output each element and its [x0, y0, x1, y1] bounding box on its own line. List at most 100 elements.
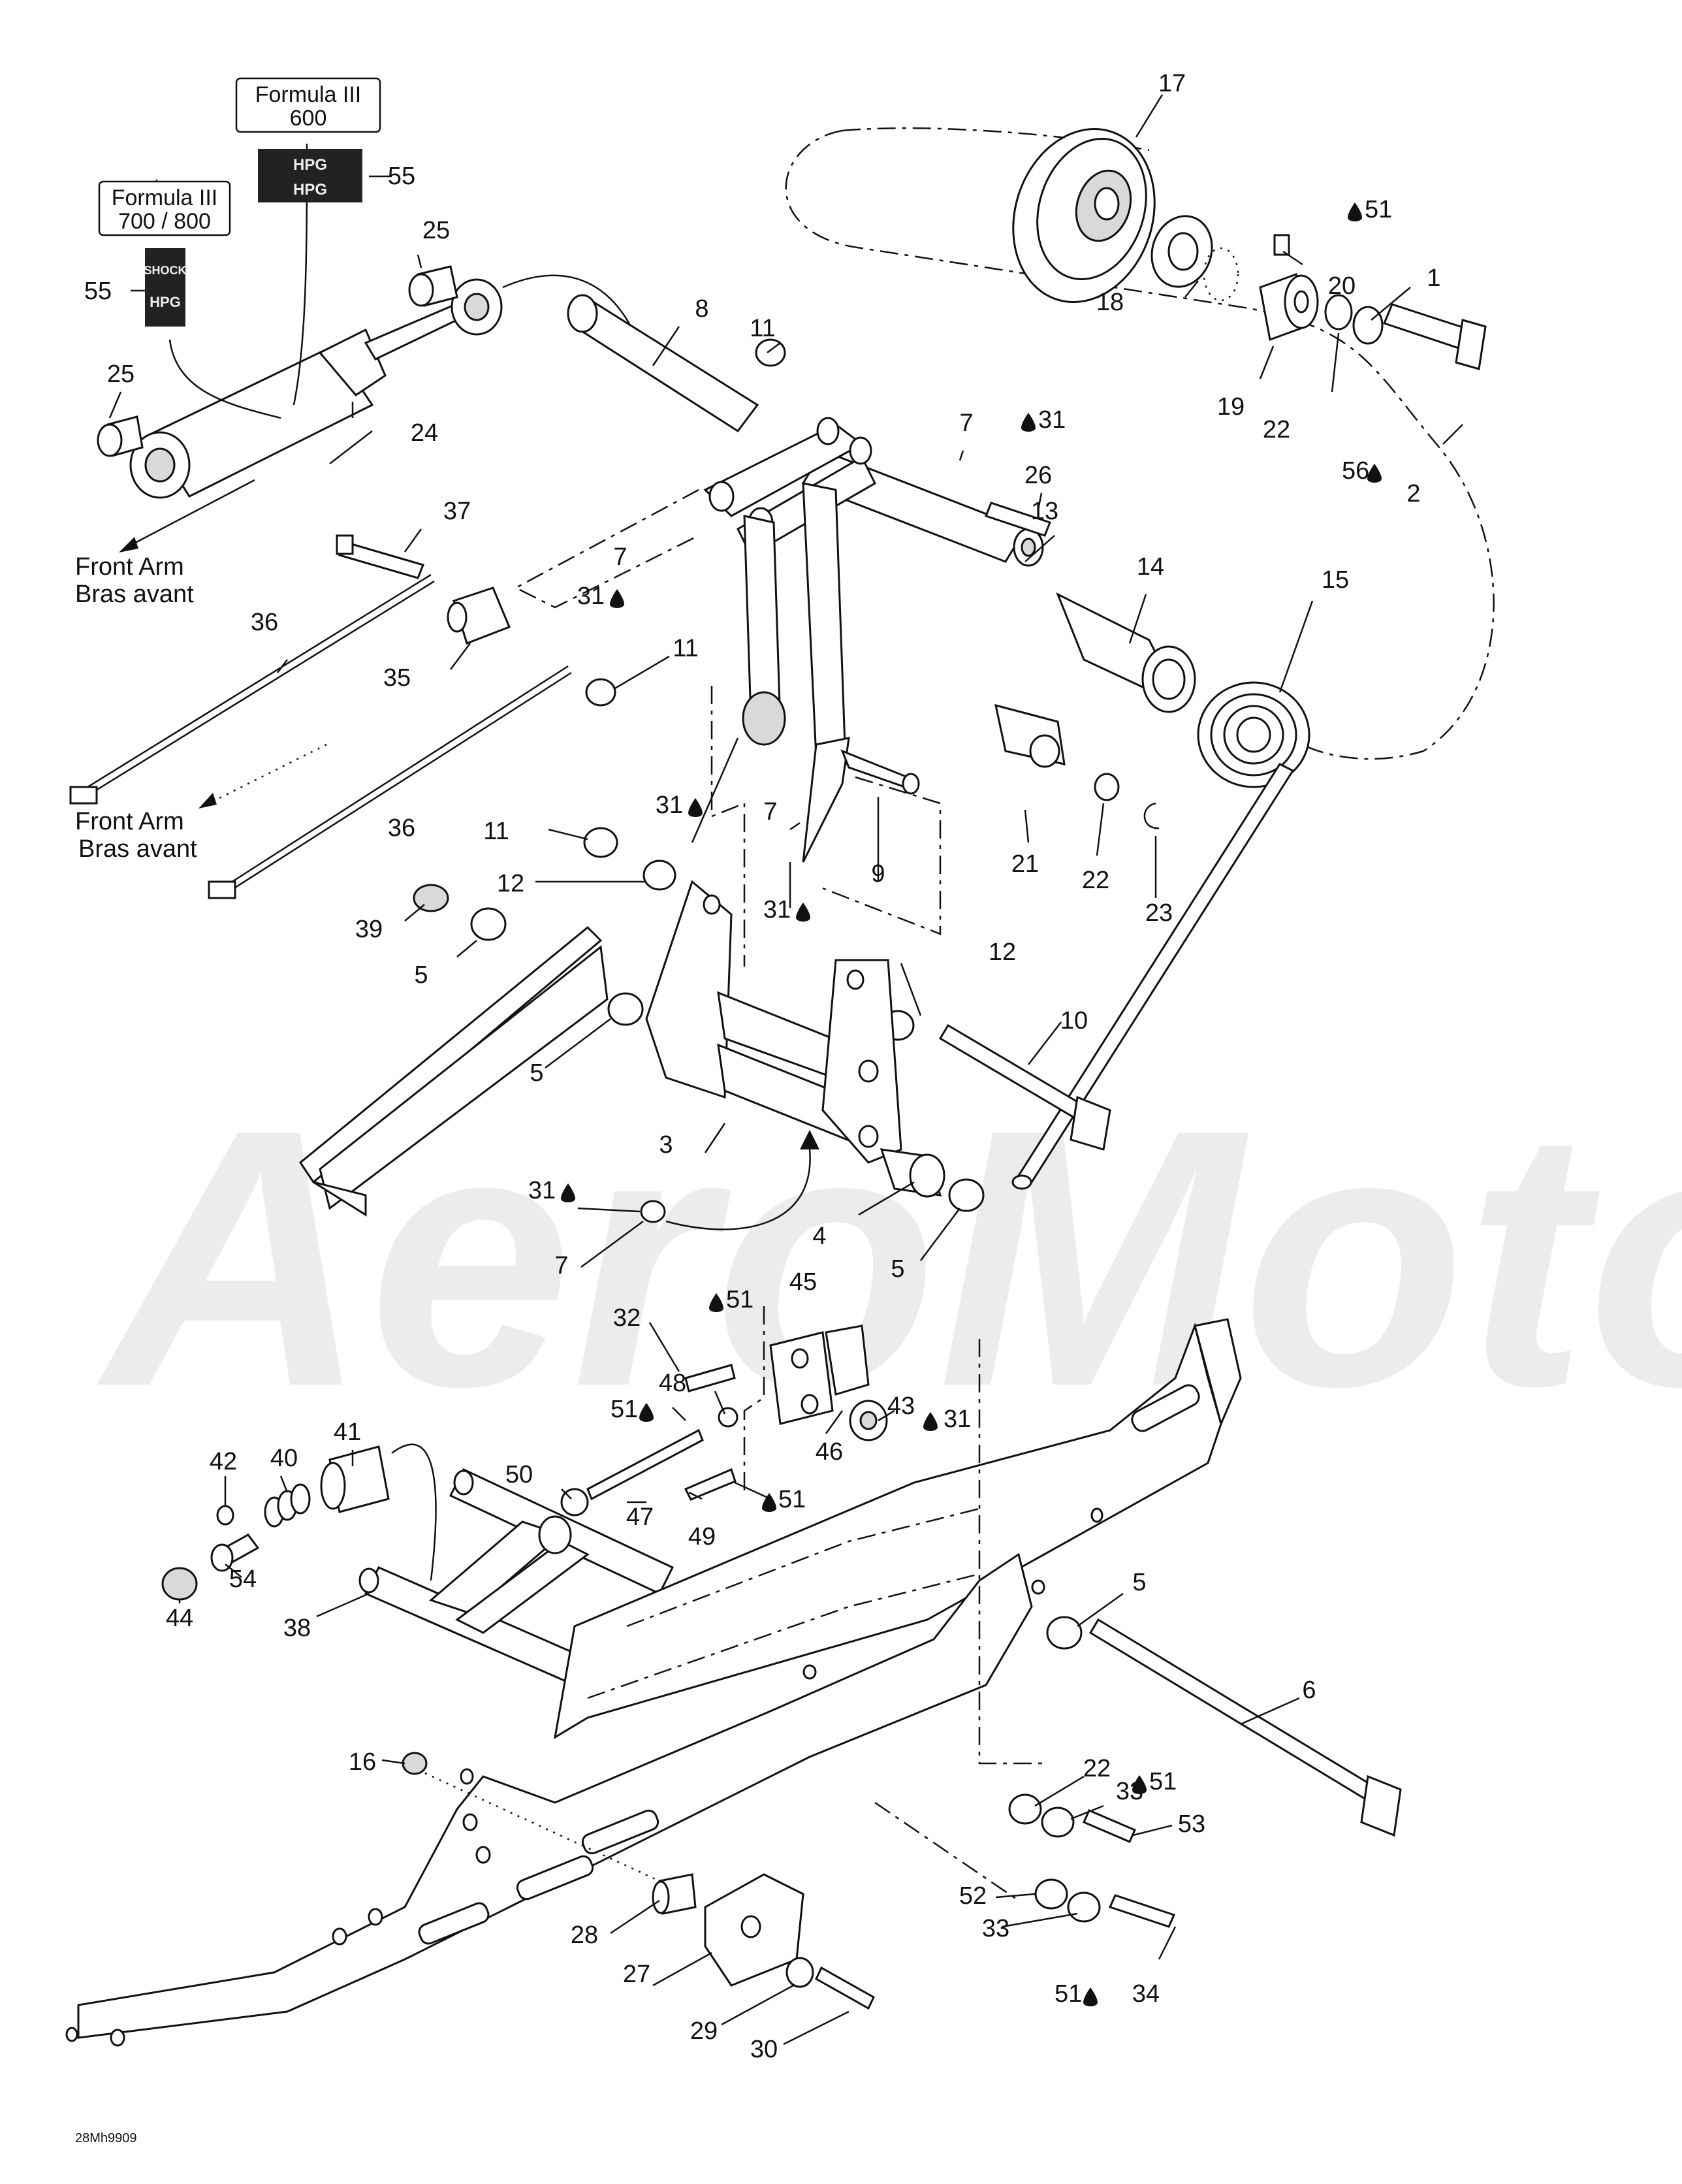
- nut-11-low: [583, 827, 618, 858]
- box-formula-600: Formula III 600: [235, 77, 381, 133]
- bolt-10: [938, 1023, 1111, 1151]
- callout-55b: 55: [84, 278, 112, 305]
- cap-39: [413, 884, 449, 912]
- shock-absorber: [129, 278, 503, 499]
- rod-36-upper: [71, 573, 432, 798]
- callout-25b: 25: [107, 361, 135, 388]
- spacer-14: [1056, 592, 1196, 713]
- box-600-line2: 600: [290, 106, 327, 131]
- droplet-icon: [1367, 464, 1382, 483]
- rail-frame-lower: [65, 1552, 1045, 2047]
- box-700-line1: Formula III: [112, 185, 217, 210]
- decal-700-text-1: SHOCK: [144, 264, 186, 277]
- decal-hpg-600: HPG HPG: [258, 149, 362, 202]
- callout-22b: 22: [1082, 867, 1109, 894]
- callout-1: 1: [1427, 265, 1440, 292]
- bushing-41-link: [391, 1443, 437, 1581]
- callout-25a: 25: [422, 217, 450, 244]
- note-front-arm-bottom: Front Arm Bras avant: [75, 743, 327, 863]
- bolt-34: [1108, 1894, 1176, 1928]
- decal-leader-700: [168, 339, 281, 419]
- box-700-line2: 700 / 800: [118, 209, 211, 234]
- slide-rail: [298, 925, 609, 1217]
- set-screw: [1273, 234, 1290, 256]
- bolt-26: [985, 502, 1051, 537]
- callout-4: 4: [812, 1223, 826, 1250]
- callout-28: 28: [571, 1921, 598, 1949]
- callout-27: 27: [623, 1961, 650, 1988]
- callout-33b: 33: [982, 1915, 1009, 1942]
- callout-50: 50: [505, 1461, 533, 1488]
- bushing-25-upper: [408, 265, 458, 307]
- shaft-4: [880, 1148, 945, 1198]
- spacer-35: [447, 586, 511, 645]
- callout-31c: 31: [656, 792, 683, 819]
- callout-42: 42: [210, 1448, 237, 1475]
- callout-20: 20: [1328, 272, 1356, 300]
- callout-12b: 12: [989, 939, 1016, 966]
- clip-23: [1143, 802, 1160, 829]
- callout-51a: 51: [1365, 196, 1392, 223]
- front-arm-arrow-1: [123, 479, 255, 550]
- washer-52: [1034, 1878, 1068, 1910]
- screw-32: [684, 1364, 736, 1392]
- callout-39: 39: [355, 916, 383, 943]
- rod-36-lower-end: [208, 880, 236, 899]
- fitting-arrow: [800, 1130, 819, 1149]
- rod-36-upper-end: [69, 786, 98, 805]
- callout-15: 15: [1322, 566, 1349, 594]
- callout-8: 8: [695, 295, 708, 323]
- callout-43: 43: [887, 1392, 915, 1420]
- nut-11-mid: [585, 678, 616, 707]
- cap-16: [402, 1752, 428, 1775]
- callout-56: 56: [1342, 457, 1369, 485]
- washer-48: [718, 1407, 738, 1428]
- callout-31e: 31: [528, 1177, 556, 1204]
- callout-23: 23: [1145, 899, 1173, 927]
- front-arm-en-1: Front Arm: [75, 553, 184, 581]
- callout-7a: 7: [959, 410, 973, 437]
- bushing-43: [849, 1400, 888, 1441]
- callout-11a: 11: [750, 315, 775, 342]
- pin-54: [210, 1534, 260, 1572]
- callout-48: 48: [659, 1370, 686, 1397]
- callout-41: 41: [334, 1419, 361, 1446]
- dash-vertical-right: [978, 1339, 1045, 1765]
- droplet-icon: [1021, 413, 1036, 432]
- washer-5-lower-left: [607, 992, 644, 1026]
- callout-16: 16: [349, 1748, 376, 1776]
- droplet-icon: [923, 1412, 938, 1431]
- spring-washers-40: [264, 1483, 311, 1528]
- callout-6: 6: [1302, 1677, 1316, 1704]
- callout-11b: 11: [673, 635, 698, 662]
- spacer: [1259, 272, 1319, 342]
- rail-frame-upper: [553, 1318, 1242, 1739]
- dash-rail-links: [587, 1507, 980, 1699]
- decal-600-text-2: HPG: [293, 181, 327, 199]
- decal-vertical-700: SHOCK HPG: [144, 248, 187, 327]
- ball-42: [216, 1505, 234, 1526]
- washer-29: [785, 1957, 814, 1988]
- callout-9: 9: [871, 860, 885, 888]
- link-arms: [742, 482, 920, 863]
- box-formula-700-800: Formula III 700 / 800: [98, 180, 231, 236]
- washer-5-shaft: [948, 1178, 985, 1212]
- bushing-41: [320, 1443, 437, 1581]
- front-arm-fr-1: Bras avant: [75, 581, 194, 608]
- callout-30: 30: [750, 2036, 778, 2063]
- callout-40: 40: [270, 1445, 298, 1472]
- washer-33-upper: [1041, 1807, 1075, 1838]
- droplet-icon: [1348, 202, 1362, 221]
- callout-38: 38: [283, 1614, 311, 1642]
- droplet-icon: [709, 1293, 723, 1312]
- arrow-head-1: [119, 537, 138, 553]
- rod-36-upper-b: [76, 580, 435, 803]
- callout-13: 13: [1031, 498, 1058, 525]
- drawing-code: 28Mh9909: [75, 2131, 137, 2145]
- bushing-25-lower: [97, 415, 144, 457]
- washer-1: [1352, 306, 1384, 345]
- nut-44: [161, 1567, 198, 1601]
- callout-37: 37: [443, 498, 471, 525]
- callout-7b: 7: [613, 543, 627, 571]
- droplet-icon: [610, 589, 624, 608]
